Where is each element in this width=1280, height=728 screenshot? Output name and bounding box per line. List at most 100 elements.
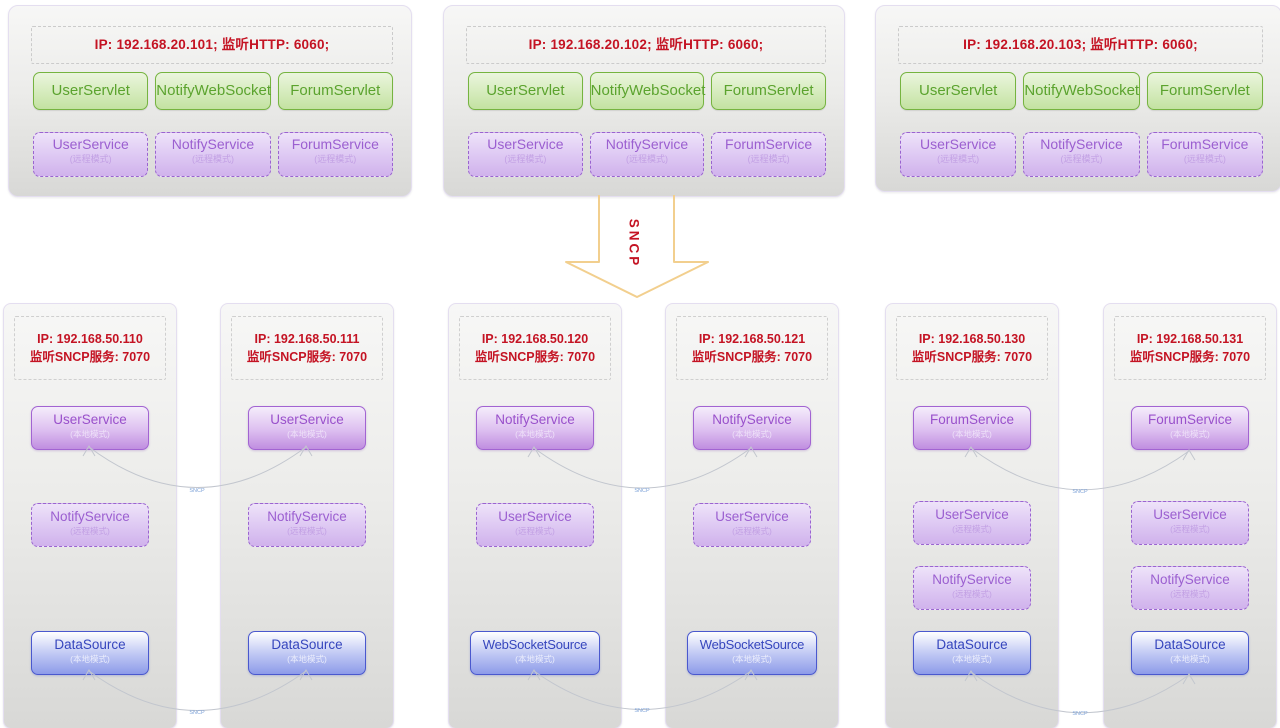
- server-listen: 监听SNCP服务: 7070: [29, 350, 151, 364]
- service-name: NotifyService: [1040, 136, 1123, 152]
- connector-label: SNCP: [1072, 489, 1088, 495]
- service-mode: (远程模式): [314, 154, 357, 164]
- server-listen: 监听SNCP服务: 7070: [1129, 350, 1251, 364]
- service-box-remote: UserService (远程模式): [468, 132, 583, 177]
- service-mode: (远程模式): [1183, 154, 1226, 164]
- top-server-node-101: IP: 192.168.20.101; 监听HTTP: 6060; UserSe…: [8, 5, 412, 197]
- service-mode: (远程模式): [937, 154, 980, 164]
- server-ip: IP: 192.168.50.130: [918, 332, 1026, 346]
- service-mode: (本地模式): [515, 654, 555, 664]
- service-name: UserService: [920, 136, 997, 152]
- service-box-remote: UserService (远程模式): [913, 501, 1031, 545]
- servlet-box: ForumServlet: [277, 72, 393, 110]
- service-name: UserService: [53, 412, 127, 427]
- service-name: UserService: [498, 509, 572, 524]
- service-box-remote: NotifyService (远程模式): [913, 566, 1031, 610]
- servlet-box: ForumServlet: [711, 72, 826, 110]
- service-name: WebSocketSource: [482, 637, 588, 652]
- servlet-box: NotifyWebSocket: [1023, 72, 1140, 110]
- service-box-remote: ForumService (远程模式): [711, 132, 826, 177]
- service-name: NotifyService: [1150, 572, 1230, 587]
- bottom-server-node-131: IP: 192.168.50.131 监听SNCP服务: 7070 ForumS…: [1103, 303, 1277, 728]
- service-box-remote: NotifyService (远程模式): [155, 132, 271, 177]
- bottom-server-node-121: IP: 192.168.50.121 监听SNCP服务: 7070 Notify…: [665, 303, 839, 728]
- connector-label: SNCP: [189, 710, 205, 716]
- server-ip: IP: 192.168.50.131: [1136, 332, 1244, 346]
- bottom-server-node-111: IP: 192.168.50.111 监听SNCP服务: 7070 UserSe…: [220, 303, 394, 728]
- service-mode: (远程模式): [732, 526, 772, 536]
- service-mode: (本地模式): [952, 429, 992, 439]
- service-mode: (远程模式): [504, 154, 547, 164]
- service-name: ForumService: [1147, 412, 1233, 427]
- service-name: UserService: [715, 509, 789, 524]
- service-box-remote: UserService (远程模式): [476, 503, 594, 547]
- service-name: NotifyService: [932, 572, 1012, 587]
- servlet-box: UserServlet: [468, 72, 583, 110]
- servlet-box: UserServlet: [900, 72, 1017, 110]
- service-mode: (本地模式): [1170, 429, 1210, 439]
- service-name: NotifyService: [712, 412, 792, 427]
- server-ip-header: IP: 192.168.50.120 监听SNCP服务: 7070: [459, 316, 611, 380]
- service-name: NotifyService: [267, 509, 347, 524]
- service-name: DataSource: [271, 637, 343, 652]
- server-ip: IP: 192.168.50.120: [481, 332, 589, 346]
- server-listen: 监听SNCP服务: 7070: [911, 350, 1033, 364]
- service-mode: (远程模式): [952, 589, 992, 599]
- service-name: UserService: [270, 412, 344, 427]
- bottom-server-node-110: IP: 192.168.50.110 监听SNCP服务: 7070 UserSe…: [3, 303, 177, 728]
- service-box-remote: NotifyService (远程模式): [1023, 132, 1140, 177]
- service-mode: (远程模式): [1170, 589, 1210, 599]
- servlet-box: NotifyWebSocket: [589, 72, 705, 110]
- server-listen: 监听SNCP服务: 7070: [474, 350, 596, 364]
- service-name: NotifyService: [495, 412, 575, 427]
- service-mode: (远程模式): [952, 524, 992, 534]
- service-box-remote: ForumService (远程模式): [277, 132, 393, 177]
- service-name: NotifyService: [50, 509, 130, 524]
- server-listen: 监听SNCP服务: 7070: [691, 350, 813, 364]
- service-mode: (本地模式): [70, 429, 110, 439]
- service-box-local: NotifyService (本地模式): [476, 406, 594, 450]
- bottom-server-node-130: IP: 192.168.50.130 监听SNCP服务: 7070 ForumS…: [885, 303, 1059, 728]
- datasource-box: DataSource (本地模式): [248, 631, 366, 675]
- service-name: WebSocketSource: [699, 637, 805, 652]
- service-mode: (远程模式): [287, 526, 327, 536]
- service-name: UserService: [935, 507, 1009, 522]
- service-box-local: UserService (本地模式): [31, 406, 149, 450]
- server-ip-header: IP: 192.168.50.111 监听SNCP服务: 7070: [231, 316, 383, 380]
- connector-label: SNCP: [189, 488, 205, 494]
- websocketsource-box: WebSocketSource (本地模式): [470, 631, 600, 675]
- service-mode: (本地模式): [732, 654, 772, 664]
- service-box-remote: UserService (远程模式): [33, 132, 149, 177]
- connector-label: SNCP: [634, 488, 650, 494]
- service-mode: (远程模式): [1060, 154, 1103, 164]
- servlet-box: UserServlet: [33, 72, 149, 110]
- server-ip-header: IP: 192.168.50.131 监听SNCP服务: 7070: [1114, 316, 1266, 380]
- service-box-remote: NotifyService (远程模式): [248, 503, 366, 547]
- servlet-box: ForumServlet: [1146, 72, 1263, 110]
- servlet-box: NotifyWebSocket: [155, 72, 271, 110]
- service-name: UserService: [487, 136, 564, 152]
- server-ip-header: IP: 192.168.50.130 监听SNCP服务: 7070: [896, 316, 1048, 380]
- service-mode: (远程模式): [515, 526, 555, 536]
- server-ip-header: IP: 192.168.50.110 监听SNCP服务: 7070: [14, 316, 166, 380]
- server-ip-header: IP: 192.168.20.102; 监听HTTP: 6060;: [466, 26, 826, 64]
- service-mode: (本地模式): [952, 654, 992, 664]
- server-ip-header: IP: 192.168.20.103; 监听HTTP: 6060;: [898, 26, 1263, 64]
- service-mode: (远程模式): [747, 154, 790, 164]
- service-mode: (本地模式): [732, 429, 772, 439]
- server-ip: IP: 192.168.50.121: [698, 332, 806, 346]
- service-box-remote: NotifyService (远程模式): [589, 132, 705, 177]
- connector-label: SNCP: [1072, 711, 1088, 717]
- server-ip: IP: 192.168.50.110: [37, 332, 143, 346]
- service-mode: (远程模式): [70, 526, 110, 536]
- service-box-local: NotifyService (本地模式): [693, 406, 811, 450]
- bottom-server-node-120: IP: 192.168.50.120 监听SNCP服务: 7070 Notify…: [448, 303, 622, 728]
- service-name: NotifyService: [171, 136, 255, 152]
- service-mode: (本地模式): [70, 654, 110, 664]
- websocketsource-box: WebSocketSource (本地模式): [687, 631, 817, 675]
- service-name: UserService: [52, 136, 129, 152]
- service-box-remote: NotifyService (远程模式): [31, 503, 149, 547]
- service-mode: (远程模式): [191, 154, 234, 164]
- service-mode: (远程模式): [1170, 524, 1210, 534]
- service-box-local: UserService (本地模式): [248, 406, 366, 450]
